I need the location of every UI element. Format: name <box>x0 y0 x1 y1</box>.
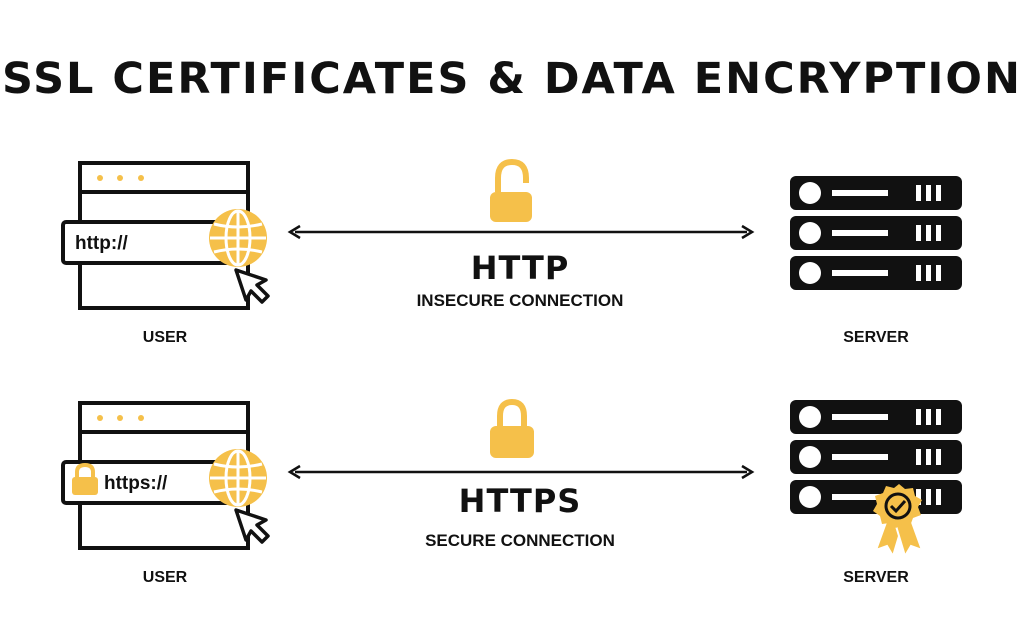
globe-icon <box>209 209 267 267</box>
protocol-label: HTTPS <box>458 482 582 520</box>
padlock-icon <box>72 462 98 495</box>
page-title: SSL CERTIFICATES & DATA ENCRYPTION <box>2 54 1022 104</box>
https-diagram: https:// <box>61 398 962 559</box>
user-label: USER <box>142 569 188 586</box>
https-row: https:// <box>0 390 1024 630</box>
cursor-icon <box>234 268 270 304</box>
url-text: https:// <box>104 473 168 494</box>
server-rack-icon <box>790 176 962 290</box>
server-rack-icon <box>790 400 962 514</box>
double-arrow-icon <box>287 464 755 480</box>
double-arrow-icon <box>287 224 755 240</box>
protocol-label: HTTP <box>470 249 570 287</box>
server-label: SERVER <box>843 329 909 346</box>
http-diagram: http:// <box>61 158 962 310</box>
user-label: USER <box>142 329 188 346</box>
certificate-badge-icon <box>873 484 924 559</box>
connection-label: SECURE CONNECTION <box>425 531 615 550</box>
address-bar: http:// <box>61 220 233 265</box>
http-row: http:// <box>0 150 1024 390</box>
closed-padlock-icon <box>490 398 534 458</box>
server-label: SERVER <box>843 569 909 586</box>
globe-icon <box>209 449 267 507</box>
connection-label: INSECURE CONNECTION <box>416 291 624 310</box>
url-text: http:// <box>75 233 128 254</box>
open-padlock-icon <box>490 158 532 222</box>
address-bar: https:// <box>61 460 233 505</box>
cursor-icon <box>234 508 270 544</box>
